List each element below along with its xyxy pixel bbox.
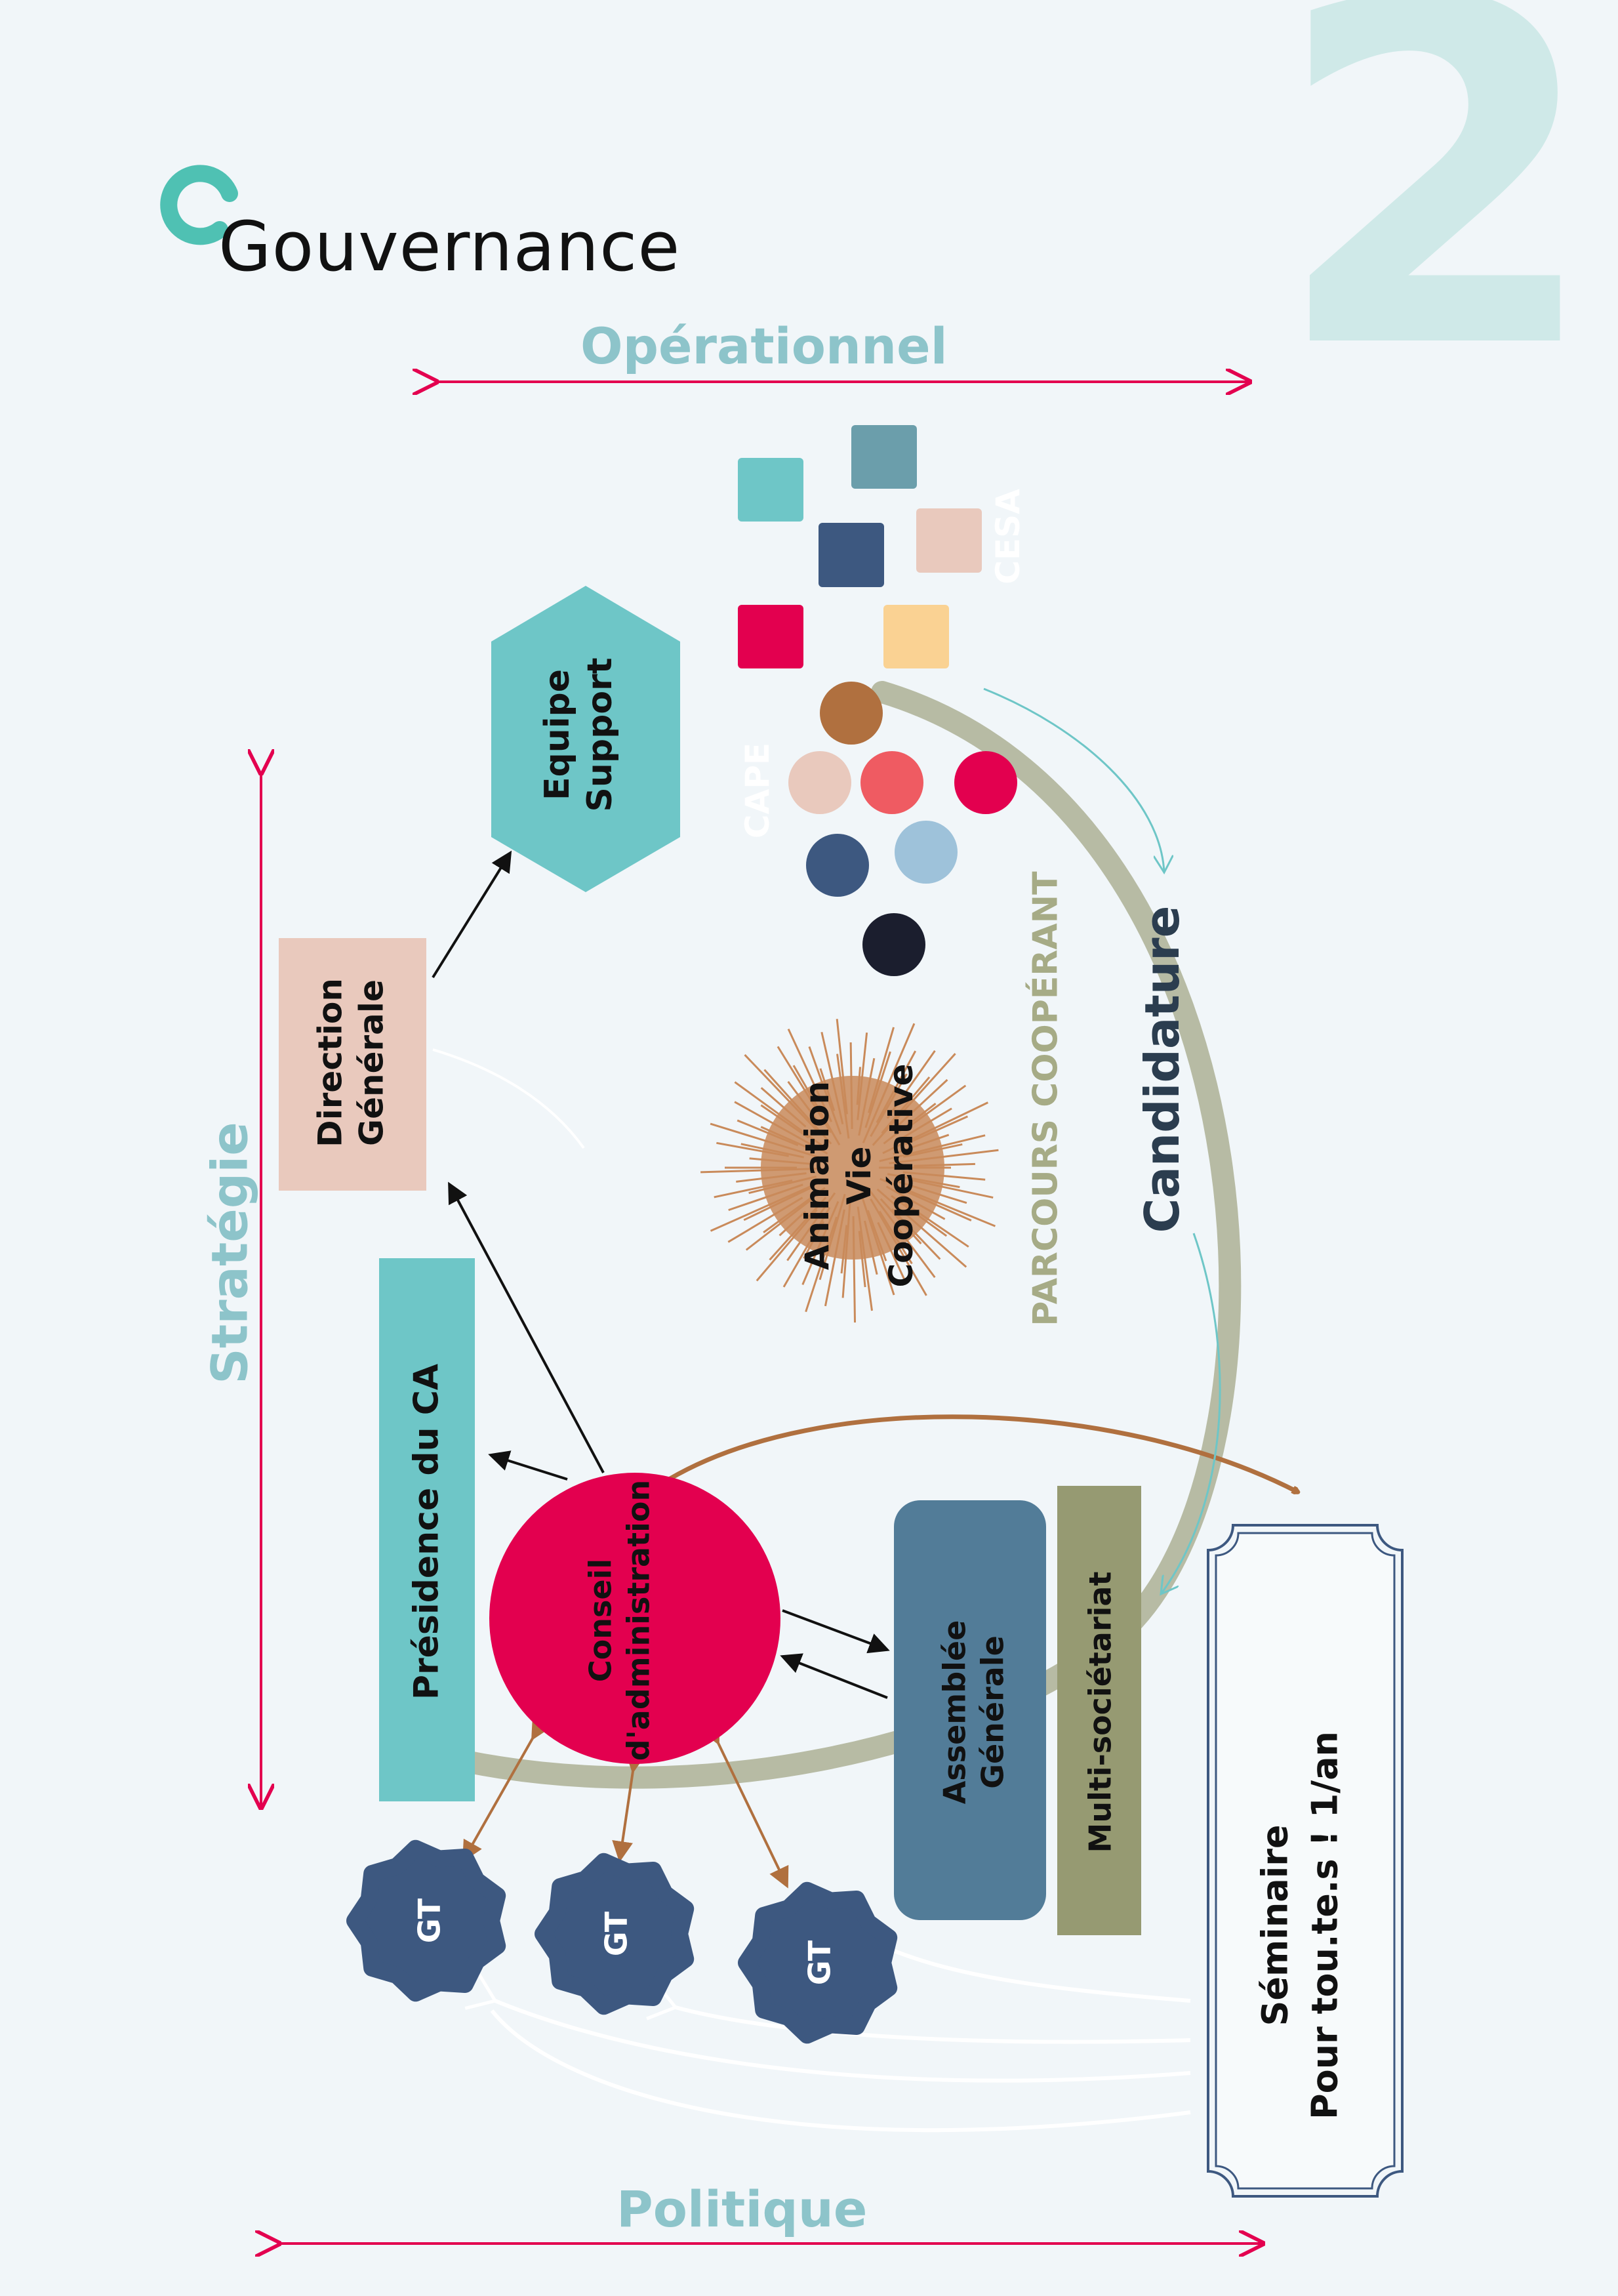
arrow-ca-gt1 bbox=[462, 1717, 551, 1862]
arrow-ca-seminaire bbox=[668, 1414, 1299, 1492]
cesa-square-yellow bbox=[883, 605, 949, 668]
label-cape: CAPE bbox=[738, 742, 777, 839]
label-cesa: CESA bbox=[988, 489, 1027, 584]
arrow-ca-ag bbox=[782, 1609, 890, 1654]
assemblee-box bbox=[894, 1500, 1046, 1920]
arrow-ca-dg bbox=[448, 1181, 605, 1473]
arrow-candidature-bottom bbox=[1161, 1233, 1221, 1594]
cape-circle-coral bbox=[860, 751, 923, 814]
seminaire-frame-inner bbox=[1215, 1532, 1396, 2190]
cape-circle-magenta bbox=[954, 751, 1017, 814]
axis-label-operationnel: Opérationnel bbox=[580, 317, 948, 375]
cape-circle-black bbox=[862, 913, 925, 976]
equipe-support-hexagon bbox=[491, 586, 680, 892]
animation-core bbox=[761, 1076, 944, 1260]
arrow-dg-support bbox=[432, 850, 512, 979]
cape-circle-navy bbox=[806, 834, 869, 897]
arrow-ca-gt2 bbox=[612, 1751, 646, 1862]
label-candidature: Candidature bbox=[1135, 905, 1190, 1233]
label-multi: Multi-sociétariat bbox=[1082, 1571, 1118, 1853]
gt-badge-1 bbox=[346, 1839, 506, 2002]
gt-badge-3 bbox=[738, 1881, 898, 2044]
cape-circle-lightblue bbox=[895, 821, 958, 884]
cesa-square-magenta bbox=[738, 605, 803, 668]
cape-circle-brown bbox=[820, 682, 883, 745]
arrow-candidature-top bbox=[983, 687, 1164, 872]
gt-badges bbox=[346, 1839, 898, 2044]
cesa-square-peach bbox=[916, 508, 982, 573]
arrow-white-gt1b bbox=[490, 2009, 1191, 2133]
arrow-ag-ca bbox=[780, 1653, 888, 1699]
gt-badge-2 bbox=[535, 1853, 695, 2015]
cesa-square-steel bbox=[851, 425, 917, 489]
seminaire-frame-outer bbox=[1207, 1524, 1404, 2198]
label-gt-2: GT bbox=[598, 1911, 634, 1957]
label-gt-3: GT bbox=[801, 1940, 838, 1986]
logo-icon bbox=[160, 165, 238, 245]
cesa-square-teal bbox=[738, 458, 803, 522]
cape-circle-peach bbox=[788, 751, 851, 814]
arrow-ca-presidence bbox=[488, 1450, 568, 1481]
arrow-white-gt2 bbox=[676, 2007, 1191, 2044]
label-gt-1: GT bbox=[411, 1898, 447, 1944]
arrow-white-gt1 bbox=[495, 2001, 1191, 2083]
direction-generale-box bbox=[279, 938, 426, 1191]
arrow-ca-gt3 bbox=[700, 1721, 789, 1889]
presidence-bar bbox=[379, 1258, 475, 1801]
cesa-square-navy bbox=[819, 523, 884, 587]
multi-box bbox=[1057, 1486, 1141, 1935]
label-parcours: PARCOURS COOPÉRANT bbox=[1026, 871, 1066, 1326]
label-presidence: Présidence du CA bbox=[407, 1363, 447, 1700]
arrow-white-dg bbox=[432, 1048, 585, 1149]
axis-label-politique: Politique bbox=[617, 2180, 868, 2238]
page-number: 2 bbox=[1272, 0, 1601, 452]
conseil-circle bbox=[489, 1473, 780, 1764]
arrow-white-gt3 bbox=[872, 1942, 1191, 2003]
page-title: Gouvernance bbox=[218, 207, 681, 287]
